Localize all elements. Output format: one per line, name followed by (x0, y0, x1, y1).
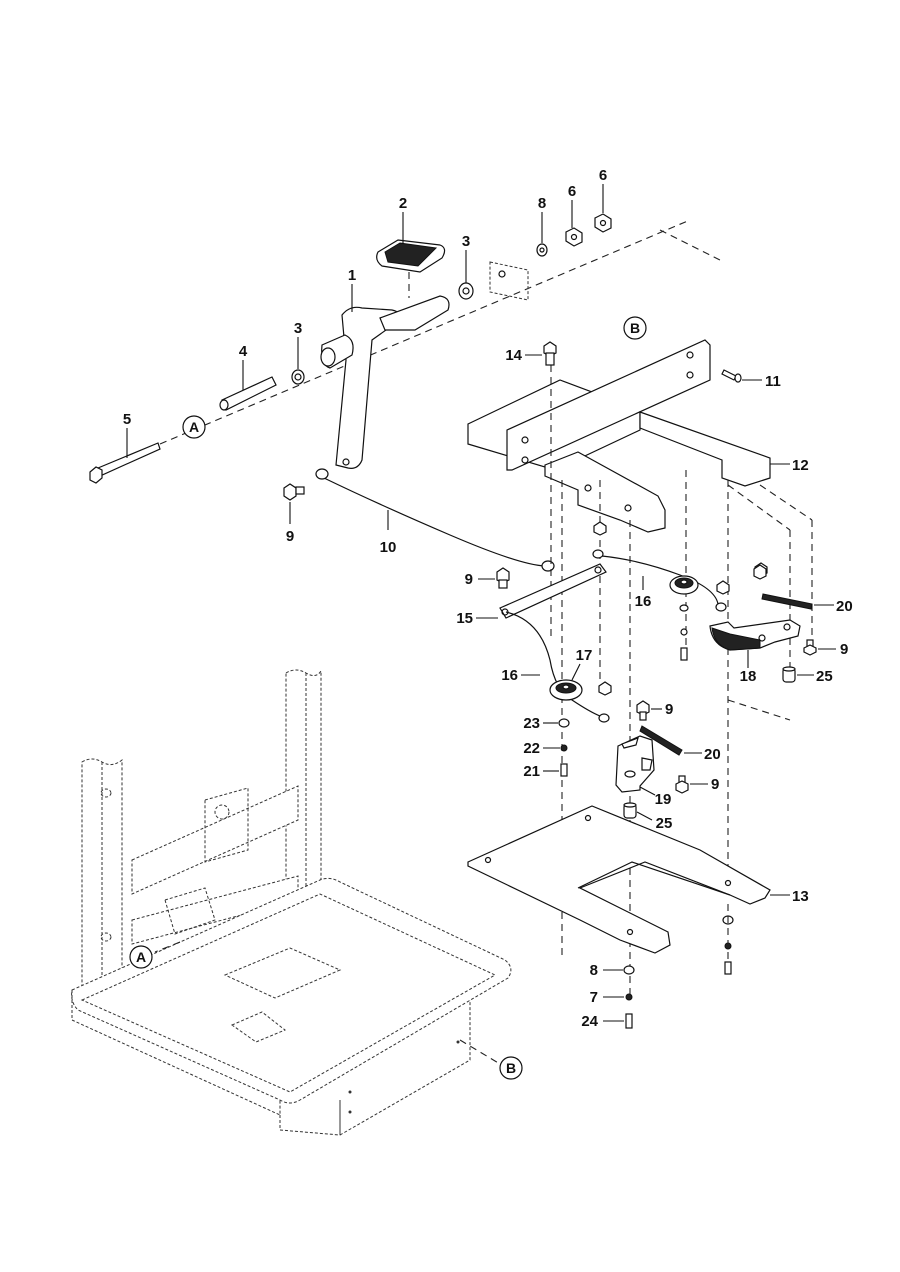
callout-9-spring-top: 9 (665, 701, 673, 718)
callout-9-spring-bottom: 9 (711, 776, 719, 793)
callout-24: 24 (581, 1013, 598, 1030)
ref-marker-b-top: B (623, 316, 647, 340)
base-plate (467, 805, 771, 954)
bolt-cable-pedal (283, 483, 305, 501)
hex-nut-outer (594, 213, 612, 233)
callout-23: 23 (523, 715, 540, 732)
svg-text:B: B (630, 320, 640, 336)
bolt-lever-right (803, 639, 817, 656)
ref-marker-a-frame: A (129, 945, 153, 969)
callout-20-upper: 20 (836, 598, 853, 615)
svg-text:A: A (189, 419, 199, 435)
bushing-left (291, 369, 305, 385)
pedal-pad (376, 239, 446, 298)
callout-6-inner: 6 (568, 183, 576, 200)
pulley-bolt (560, 763, 568, 777)
callout-18: 18 (740, 668, 757, 685)
pulley (549, 679, 583, 701)
cable-right (601, 555, 719, 605)
callouts: 1 2 3 3 4 5 6 6 7 8 8 9 9 (123, 167, 853, 1030)
callout-8-top: 8 (538, 195, 546, 212)
pedal-arm (320, 295, 450, 469)
pivot-bolt (89, 442, 161, 484)
bumper-right (782, 666, 796, 683)
pulley-washer (558, 718, 570, 728)
callout-1: 1 (348, 267, 356, 284)
cable-left (505, 611, 601, 717)
hex-nut-inner (565, 227, 583, 247)
callout-8-bottom: 8 (590, 962, 598, 979)
lock-washer (625, 993, 633, 1001)
link-bar (499, 563, 607, 619)
bolt-bar (496, 567, 510, 589)
svg-text:A: A (136, 949, 146, 965)
bracket (467, 339, 771, 533)
callout-20-lower: 20 (704, 746, 721, 763)
callout-12: 12 (792, 457, 809, 474)
callout-15: 15 (456, 610, 473, 627)
callout-17: 17 (576, 647, 593, 664)
spring-upper (753, 564, 813, 610)
cable (315, 468, 555, 572)
bumper-lower (623, 802, 637, 819)
pulley-lock-washer (560, 744, 568, 752)
pedal-assembly (89, 213, 691, 572)
callout-9-bar: 9 (465, 571, 473, 588)
callout-13: 13 (792, 888, 809, 905)
shoulder-bolt (543, 341, 557, 366)
callout-4: 4 (239, 343, 248, 360)
callout-5: 5 (123, 411, 131, 428)
callout-25-right: 25 (816, 668, 833, 685)
ref-marker-b-frame: B (499, 1056, 523, 1080)
svg-text:B: B (506, 1060, 516, 1076)
callout-22: 22 (523, 740, 540, 757)
bolt-spring-top (636, 700, 650, 721)
callout-2: 2 (399, 195, 407, 212)
cam-block (615, 735, 655, 793)
callout-7: 7 (590, 989, 598, 1006)
callout-16-left: 16 (501, 667, 518, 684)
callout-6-outer: 6 (599, 167, 607, 184)
ref-marker-a-top: A (182, 415, 206, 439)
flat-washer-top (536, 243, 548, 257)
mount-plate (489, 261, 529, 301)
callout-14: 14 (505, 347, 522, 364)
callout-11: 11 (765, 373, 781, 390)
callout-25-lower: 25 (656, 815, 673, 832)
callout-19: 19 (655, 791, 672, 808)
plate-bolt (625, 1013, 633, 1029)
callout-16-right: 16 (635, 593, 652, 610)
screw (721, 369, 742, 383)
callout-3-left: 3 (294, 320, 302, 337)
seat-frame (71, 669, 512, 1136)
callout-21: 21 (523, 763, 540, 780)
callout-9-pedal: 9 (286, 528, 294, 545)
bolt-spring-bottom (675, 775, 689, 794)
callout-3-right: 3 (462, 233, 470, 250)
callout-9-lever: 9 (840, 641, 848, 658)
ratchet-lever (709, 619, 801, 651)
bushing-right (458, 282, 474, 300)
spring-lower (639, 725, 683, 756)
callout-10: 10 (380, 539, 397, 556)
pulley-upper (669, 575, 699, 661)
spacer-tube (221, 376, 277, 411)
flat-washer-bottom (623, 965, 635, 975)
